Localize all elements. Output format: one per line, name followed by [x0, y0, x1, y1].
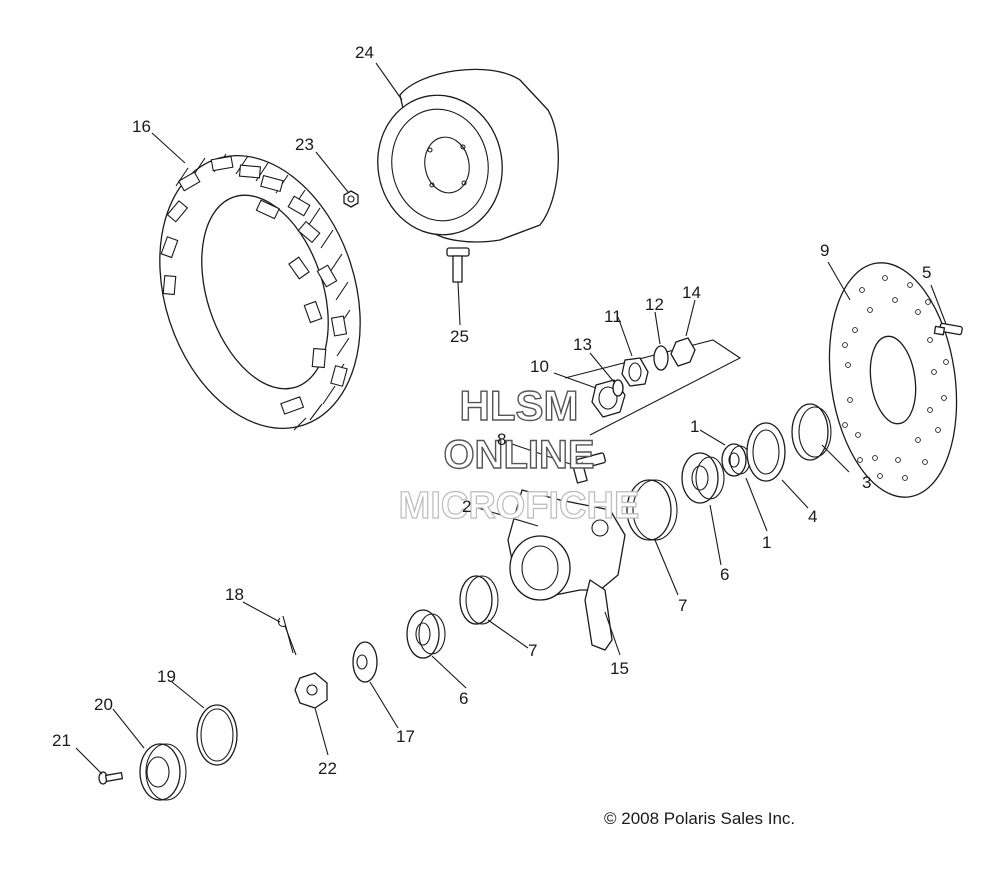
spindle-bolt-part[interactable]	[572, 452, 607, 484]
cap-14-part[interactable]	[670, 337, 696, 367]
callout-18: 18	[225, 585, 244, 604]
bearing-1-part[interactable]	[721, 443, 751, 477]
watermark-line-3: MICROFICHE	[399, 485, 640, 527]
callout-19: 19	[157, 667, 176, 686]
bearing-race-7-lower-part[interactable]	[459, 575, 499, 625]
callout-23: 23	[295, 135, 314, 154]
callout-11: 11	[604, 307, 622, 326]
steering-knuckle-part[interactable]	[507, 489, 626, 651]
callout-3: 3	[862, 473, 871, 492]
callout-4: 4	[808, 507, 817, 526]
watermark-line-2: ONLINE	[443, 433, 594, 477]
cotter-pin-part[interactable]	[277, 615, 297, 656]
callout-12: 12	[645, 295, 664, 314]
callout-5: 5	[922, 263, 931, 282]
callout-15: 15	[610, 659, 629, 678]
callout-1-lower: 1	[762, 533, 771, 552]
washer-17-part[interactable]	[352, 641, 378, 683]
callout-6-lower: 6	[459, 689, 468, 708]
callout-9: 9	[820, 241, 829, 260]
disc-bolt-part[interactable]	[933, 322, 963, 336]
wheel-rim-part[interactable]	[367, 61, 563, 249]
leader-lines	[75, 62, 947, 775]
wheel-stud-part[interactable]	[446, 247, 470, 283]
brake-disc-part[interactable]	[815, 255, 971, 506]
callout-1-upper: 1	[690, 417, 699, 436]
screw-21-part[interactable]	[98, 771, 124, 785]
callout-25: 25	[450, 327, 469, 346]
callout-17: 17	[396, 727, 415, 746]
callout-16: 16	[132, 117, 151, 136]
callout-14: 14	[682, 283, 701, 302]
castle-nut-part[interactable]	[294, 672, 328, 709]
callout-10: 10	[530, 357, 549, 376]
hub-cap-part[interactable]	[139, 743, 187, 801]
callout-2: 2	[462, 497, 471, 516]
callout-7-lower: 7	[528, 641, 537, 660]
watermark: HLSM ONLINE MICROFICHE	[398, 381, 640, 527]
washer-13-part[interactable]	[612, 379, 624, 397]
bearing-6-upper-part[interactable]	[681, 452, 725, 504]
callout-21: 21	[52, 731, 71, 750]
callout-24: 24	[355, 43, 374, 62]
callout-8: 8	[497, 430, 506, 449]
callout-6-upper: 6	[720, 565, 729, 584]
seal-4-part[interactable]	[746, 422, 786, 482]
o-ring-12-part[interactable]	[653, 345, 669, 371]
bearing-6-lower-part[interactable]	[406, 609, 446, 659]
seal-3-part[interactable]	[791, 403, 832, 461]
callout-labels: 24 23 16 25 9 5 14 12 11 13 10 1 8 3 4 2…	[52, 43, 931, 778]
copyright-text: © 2008 Polaris Sales Inc.	[604, 809, 795, 828]
callout-20: 20	[94, 695, 113, 714]
tire-part[interactable]	[126, 129, 393, 454]
lug-nut-part[interactable]	[343, 190, 359, 208]
callout-13: 13	[573, 335, 592, 354]
o-ring-19-part[interactable]	[196, 704, 238, 766]
callout-7-upper: 7	[678, 596, 687, 615]
washer-11-part[interactable]	[621, 357, 649, 387]
callout-22: 22	[318, 759, 337, 778]
watermark-line-1: HLSM	[460, 382, 579, 429]
